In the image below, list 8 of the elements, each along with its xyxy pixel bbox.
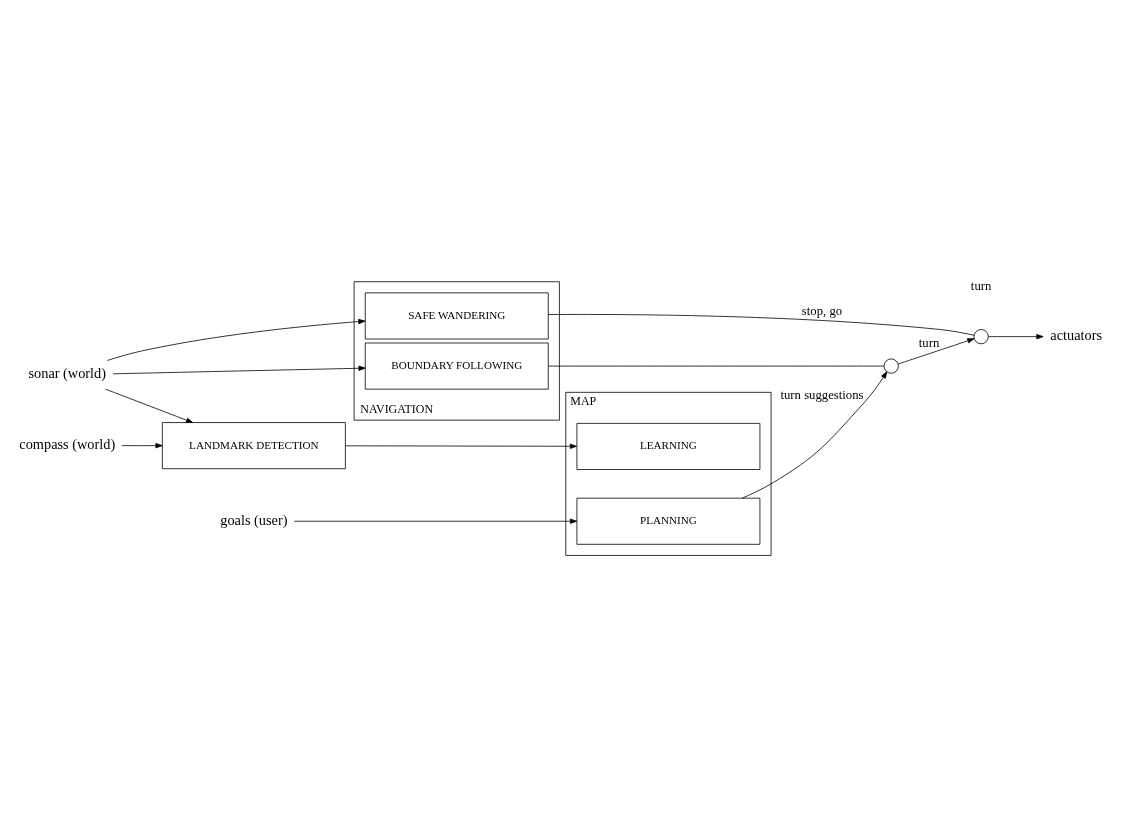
node-text: goals (user) — [220, 511, 288, 528]
edge-label: turn — [918, 335, 940, 350]
node-text: compass (world) — [19, 436, 116, 453]
node-text: actuators — [1050, 327, 1103, 344]
node-text: sonar (world) — [28, 365, 107, 382]
label: turn — [970, 278, 992, 293]
edge-label: stop, go — [801, 303, 843, 318]
edge-label: turn suggestions — [780, 387, 864, 402]
